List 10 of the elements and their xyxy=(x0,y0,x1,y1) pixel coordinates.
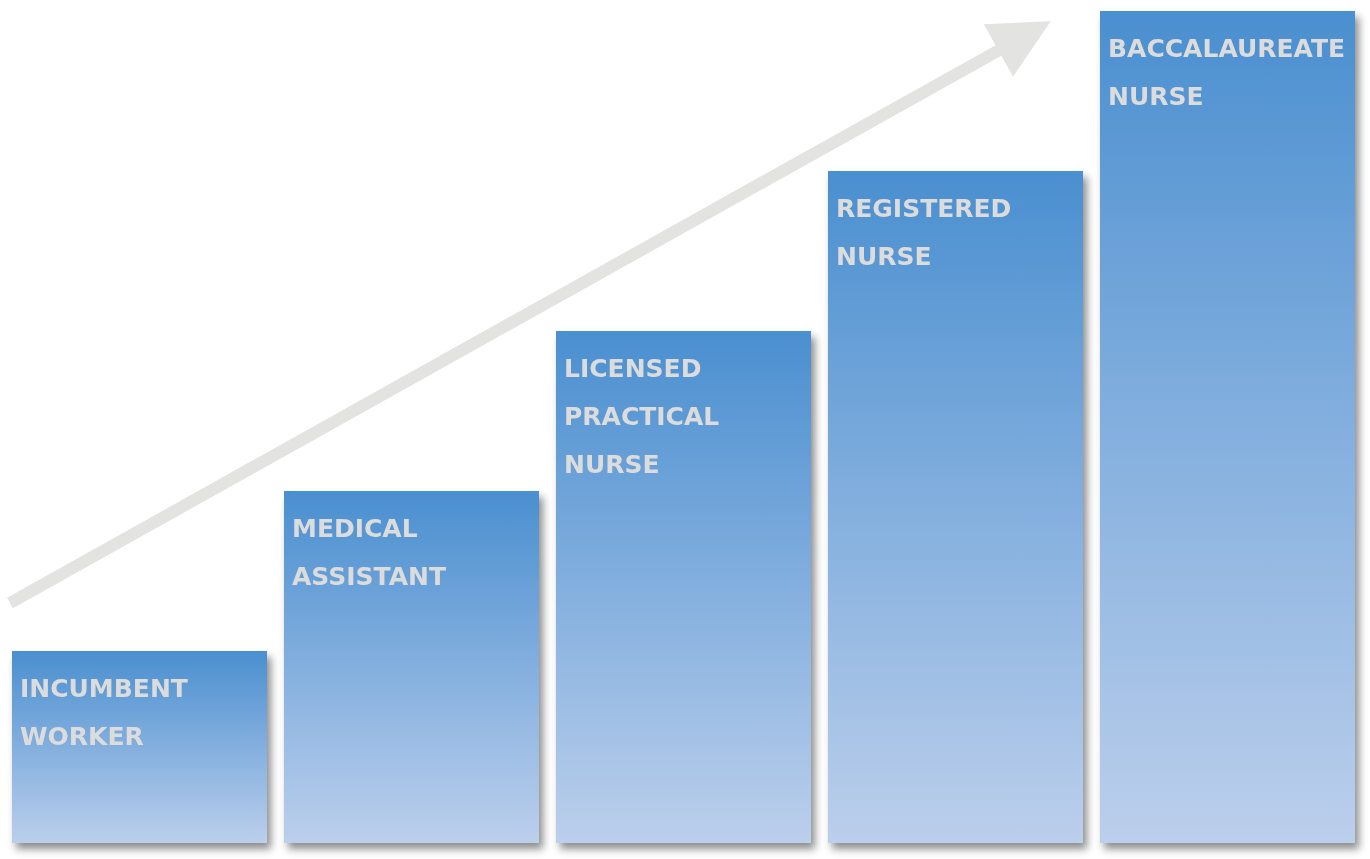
step-label: LICENSED PRACTICAL NURSE xyxy=(564,353,721,481)
step-bar xyxy=(284,491,539,843)
step-bar xyxy=(1100,11,1355,843)
step-bar xyxy=(12,651,267,843)
step-label: BACCALAUREATE NURSE xyxy=(1108,33,1344,113)
step-label: INCUMBENT WORKER xyxy=(20,673,189,753)
step-bar xyxy=(556,331,811,843)
step-label: MEDICAL ASSISTANT xyxy=(292,513,447,593)
step-label: REGISTERED NURSE xyxy=(836,193,1013,273)
step-bar xyxy=(828,171,1083,843)
